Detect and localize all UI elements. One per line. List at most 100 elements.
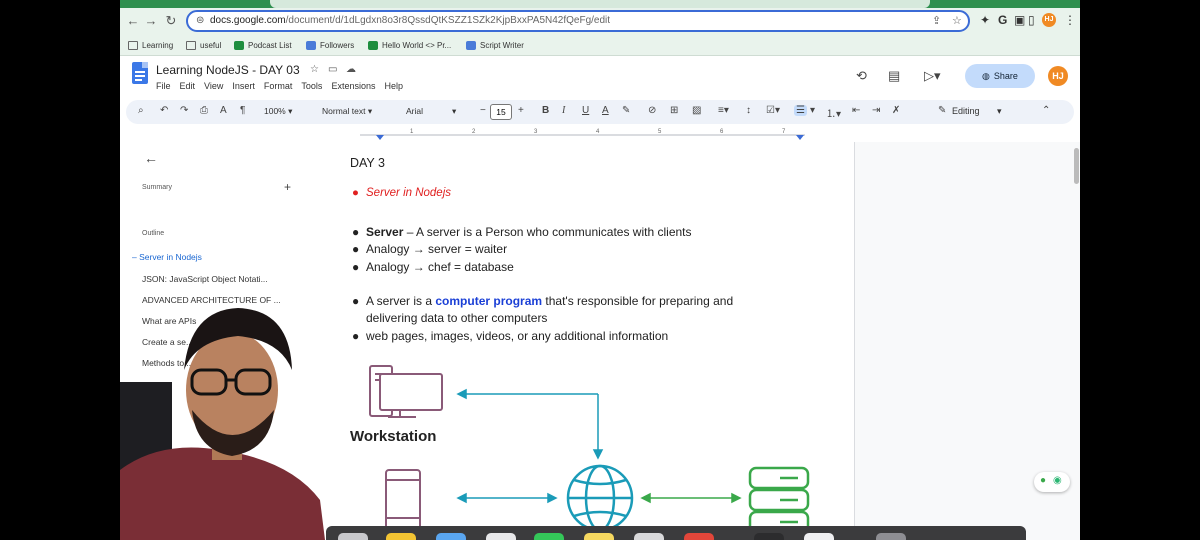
spellcheck-icon[interactable]: A	[220, 105, 227, 116]
clear-formatting-icon[interactable]: ✗	[892, 105, 901, 116]
outline-item-json[interactable]: JSON: JavaScript Object Notati...	[142, 274, 268, 284]
bookmark-item[interactable]: Script Writer	[466, 39, 524, 51]
dock-trash-icon[interactable]	[876, 533, 906, 540]
highlight-icon[interactable]: ✎	[622, 105, 631, 116]
google-docs-logo-icon[interactable]	[132, 62, 148, 84]
zoom-select[interactable]: 100% ▾	[264, 106, 293, 116]
bookmark-item[interactable]: useful	[186, 39, 221, 51]
font-dropdown-chevron-icon[interactable]: ▾	[452, 106, 457, 116]
server-diagram[interactable]	[318, 352, 855, 540]
vertical-scrollbar[interactable]	[1074, 148, 1079, 184]
bullet-server-definition[interactable]: ●Server – A server is a Person who commu…	[352, 225, 692, 239]
italic-icon[interactable]: I	[562, 105, 566, 116]
insert-link-icon[interactable]: ⊘	[648, 105, 657, 116]
menu-format[interactable]: Format	[263, 81, 293, 91]
print-icon[interactable]: ⎙	[200, 105, 208, 116]
font-select[interactable]: Arial	[406, 106, 423, 116]
bullet-analogy-waiter[interactable]: ●Analogy → server = waiter	[352, 242, 507, 256]
bookmark-item[interactable]: Followers	[306, 39, 354, 51]
dock-app-icon[interactable]	[436, 533, 466, 540]
add-summary-icon[interactable]: +	[284, 180, 292, 194]
forward-arrow-icon[interactable]: →	[144, 13, 158, 28]
sidebar-icon[interactable]: ▯	[1028, 13, 1035, 27]
text-color-icon[interactable]: A	[602, 105, 609, 116]
dock-app-icon[interactable]	[486, 533, 516, 540]
floating-assistant-button[interactable]: ● ◉	[1034, 472, 1070, 492]
style-select[interactable]: Normal text ▾	[322, 106, 373, 116]
bullet-continuation[interactable]: delivering data to other computers	[366, 311, 548, 325]
bullet-server-in-nodejs[interactable]: ●Server in Nodejs	[352, 187, 451, 199]
dock-app-icon[interactable]	[684, 533, 714, 540]
line-spacing-icon[interactable]: ↕	[746, 105, 751, 116]
document-title[interactable]: Learning NodeJS - DAY 03	[156, 63, 300, 77]
bullet-analogy-chef[interactable]: ●Analogy → chef = database	[352, 260, 514, 274]
menu-edit[interactable]: Edit	[179, 81, 196, 91]
bullet-computer-program[interactable]: ●A server is a computer program that's r…	[352, 294, 733, 308]
menu-tools[interactable]: Tools	[301, 81, 323, 91]
dock-app-icon[interactable]	[386, 533, 416, 540]
decrease-font-size-icon[interactable]: −	[480, 105, 486, 116]
checklist-icon[interactable]: ☑▾	[766, 105, 780, 116]
move-folder-icon[interactable]: ▭	[328, 64, 338, 75]
bulleted-list-icon[interactable]: ☰	[794, 105, 807, 116]
add-comment-icon[interactable]: ⊞	[670, 105, 679, 116]
increase-indent-icon[interactable]: ⇥	[872, 105, 881, 116]
dock-app-icon[interactable]	[534, 533, 564, 540]
paint-format-icon[interactable]: ¶	[240, 105, 246, 116]
menu-insert[interactable]: Insert	[232, 81, 255, 91]
right-indent-marker[interactable]	[796, 135, 804, 140]
dock-app-icon[interactable]	[338, 533, 368, 540]
align-icon[interactable]: ≡▾	[718, 105, 729, 116]
left-indent-marker[interactable]	[376, 135, 384, 140]
grammarly-icon[interactable]: G	[998, 13, 1008, 27]
insert-image-icon[interactable]: ▨	[692, 105, 702, 116]
document-page[interactable]: DAY 3 ●Server in Nodejs ●Server – A serv…	[318, 142, 855, 540]
bookmark-star-icon[interactable]: ☆	[952, 15, 962, 27]
horizontal-ruler[interactable]: 1 2 3 4 5 6 7	[320, 129, 855, 141]
menu-file[interactable]: File	[156, 81, 171, 91]
menu-extensions[interactable]: Extensions	[331, 81, 376, 91]
extensions-pin-icon[interactable]: ✦	[980, 13, 991, 27]
account-avatar[interactable]: HJ	[1048, 66, 1068, 86]
comments-icon[interactable]: ▤	[888, 68, 901, 83]
editing-mode-select[interactable]: Editing ▾	[952, 106, 1002, 116]
day-heading[interactable]: DAY 3	[350, 156, 385, 170]
meet-camera-icon[interactable]: ▷▾	[924, 68, 941, 83]
dock-app-icon[interactable]	[804, 533, 834, 540]
redo-icon[interactable]: ↷	[180, 105, 189, 116]
bold-icon[interactable]: B	[542, 105, 550, 116]
search-menus-icon[interactable]: ⌕	[138, 105, 144, 116]
menu-view[interactable]: View	[204, 81, 224, 91]
increase-font-size-icon[interactable]: +	[518, 105, 524, 116]
collapse-toolbar-icon[interactable]: ⌃	[1042, 105, 1051, 116]
outline-item-server-in-nodejs[interactable]: – Server in Nodejs	[132, 252, 202, 262]
cloud-saved-icon[interactable]: ☁	[346, 64, 356, 75]
dock-app-icon[interactable]	[754, 533, 784, 540]
outline-item-advanced-architecture[interactable]: ADVANCED ARCHITECTURE OF ...	[142, 295, 281, 305]
version-history-icon[interactable]: ⟲	[856, 68, 867, 83]
more-menu-icon[interactable]: ⋮	[1064, 13, 1076, 27]
profile-avatar[interactable]: HJ	[1042, 13, 1056, 27]
star-icon[interactable]: ☆	[310, 64, 319, 75]
site-info-icon[interactable]: ⊜	[196, 15, 205, 26]
undo-icon[interactable]: ↶	[160, 105, 169, 116]
menu-help[interactable]: Help	[384, 81, 403, 91]
address-bar[interactable]: ⊜ docs.google.com/document/d/1dLgdxn8o3r…	[186, 10, 970, 32]
close-outline-arrow-icon[interactable]: ←	[144, 150, 158, 166]
bullet-web-pages[interactable]: ●web pages, images, videos, or any addit…	[352, 329, 668, 343]
bookmark-item[interactable]: Podcast List	[234, 39, 292, 51]
share-button[interactable]: ◍Share	[965, 64, 1035, 88]
outline-item-methods[interactable]: Methods to...	[142, 358, 192, 368]
numbered-list-icon[interactable]: ⒈▾	[826, 109, 842, 120]
underline-icon[interactable]: U	[582, 105, 590, 116]
reload-icon[interactable]: ↻	[165, 13, 177, 28]
bookmark-item[interactable]: Learning	[128, 39, 173, 51]
font-size-input[interactable]: 15	[490, 104, 512, 120]
back-arrow-icon[interactable]: ←	[126, 13, 140, 28]
bookmark-item[interactable]: Hello World <> Pr...	[368, 39, 451, 51]
share-page-icon[interactable]: ⇪	[932, 15, 942, 27]
dock-app-icon[interactable]	[584, 533, 614, 540]
decrease-indent-icon[interactable]: ⇤	[852, 105, 861, 116]
outline-item-create-server[interactable]: Create a se...	[142, 337, 194, 347]
outline-item-apis[interactable]: What are APIs	[142, 316, 197, 326]
